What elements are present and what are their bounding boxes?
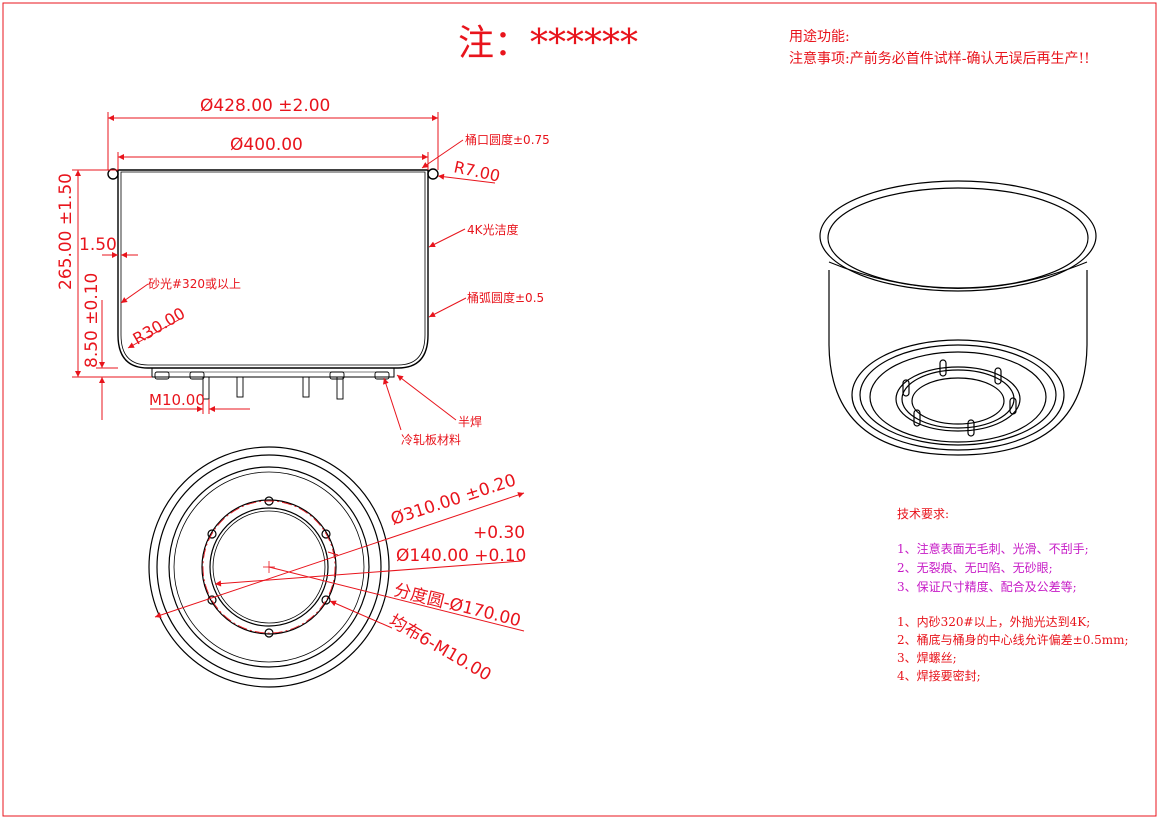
dim-hole-dia: Ø140.00 +0.10 bbox=[396, 546, 526, 566]
stud-1 bbox=[202, 376, 210, 400]
dim-height: 265.00 ±1.50 bbox=[56, 173, 76, 290]
note-arc-roundness: 桶弧圆度±0.5 bbox=[467, 290, 544, 305]
surface-req-1: 1、注意表面无毛刺、光滑、不刮手; bbox=[897, 542, 1089, 556]
dim-thread: M10.00 bbox=[149, 391, 205, 409]
section-dimensions bbox=[72, 112, 496, 431]
pot-outer-wall bbox=[117, 169, 429, 369]
rim-bead-right bbox=[427, 168, 439, 180]
note-rim-roundness: 桶口圆度±0.75 bbox=[465, 132, 550, 147]
dim-inner-dia: Ø400.00 bbox=[230, 135, 303, 155]
process-req-2: 2、桶底与桶身的中心线允许偏差±0.5mm; bbox=[897, 633, 1129, 647]
stud-3 bbox=[302, 376, 310, 398]
dim-r-base: R30.00 bbox=[130, 304, 189, 349]
production-notice: 注意事项:产前务必首件试样-确认无误后再生产!! bbox=[789, 51, 1090, 67]
dim-base-dia: Ø310.00 ±0.20 bbox=[388, 470, 518, 529]
process-req-3: 3、焊螺丝; bbox=[897, 651, 957, 665]
dim-outer-dia: Ø428.00 ±2.00 bbox=[200, 96, 330, 116]
isometric-view bbox=[819, 180, 1097, 456]
dim-tol-upper: +0.30 bbox=[473, 523, 525, 543]
stud-4 bbox=[336, 376, 344, 400]
process-req-4: 4、焊接要密封; bbox=[897, 669, 981, 683]
surface-req-2: 2、无裂痕、无凹陷、无砂眼; bbox=[897, 561, 1053, 575]
section-view bbox=[107, 168, 439, 400]
surface-req-3: 3、保证尺寸精度、配合及公差等; bbox=[897, 580, 1077, 594]
note-half-weld: 半焊 bbox=[458, 414, 482, 429]
process-req-1: 1、内砂320#以上，外抛光达到4K; bbox=[897, 615, 1091, 629]
note-sanding: 砂光#320或以上 bbox=[148, 277, 241, 291]
tech-requirements-title: 技术要求: bbox=[897, 507, 950, 521]
dim-wall: 1.50 bbox=[79, 235, 117, 255]
note-material: 冷轧板材料 bbox=[401, 433, 461, 447]
dim-r-rim: R7.00 bbox=[452, 157, 502, 185]
note-title: 注：****** bbox=[458, 23, 639, 64]
base-plate bbox=[151, 367, 395, 378]
dim-bottom: 8.50 ±0.10 bbox=[82, 273, 102, 368]
note-mirror-finish: 4K光洁度 bbox=[467, 222, 519, 237]
pot-inner-wall bbox=[120, 171, 426, 366]
dim-holes: 均布6-M10.00 bbox=[386, 611, 495, 685]
bottom-dimensions bbox=[154, 492, 525, 632]
usage-label: 用途功能: bbox=[789, 29, 850, 45]
stud-2 bbox=[236, 376, 244, 398]
